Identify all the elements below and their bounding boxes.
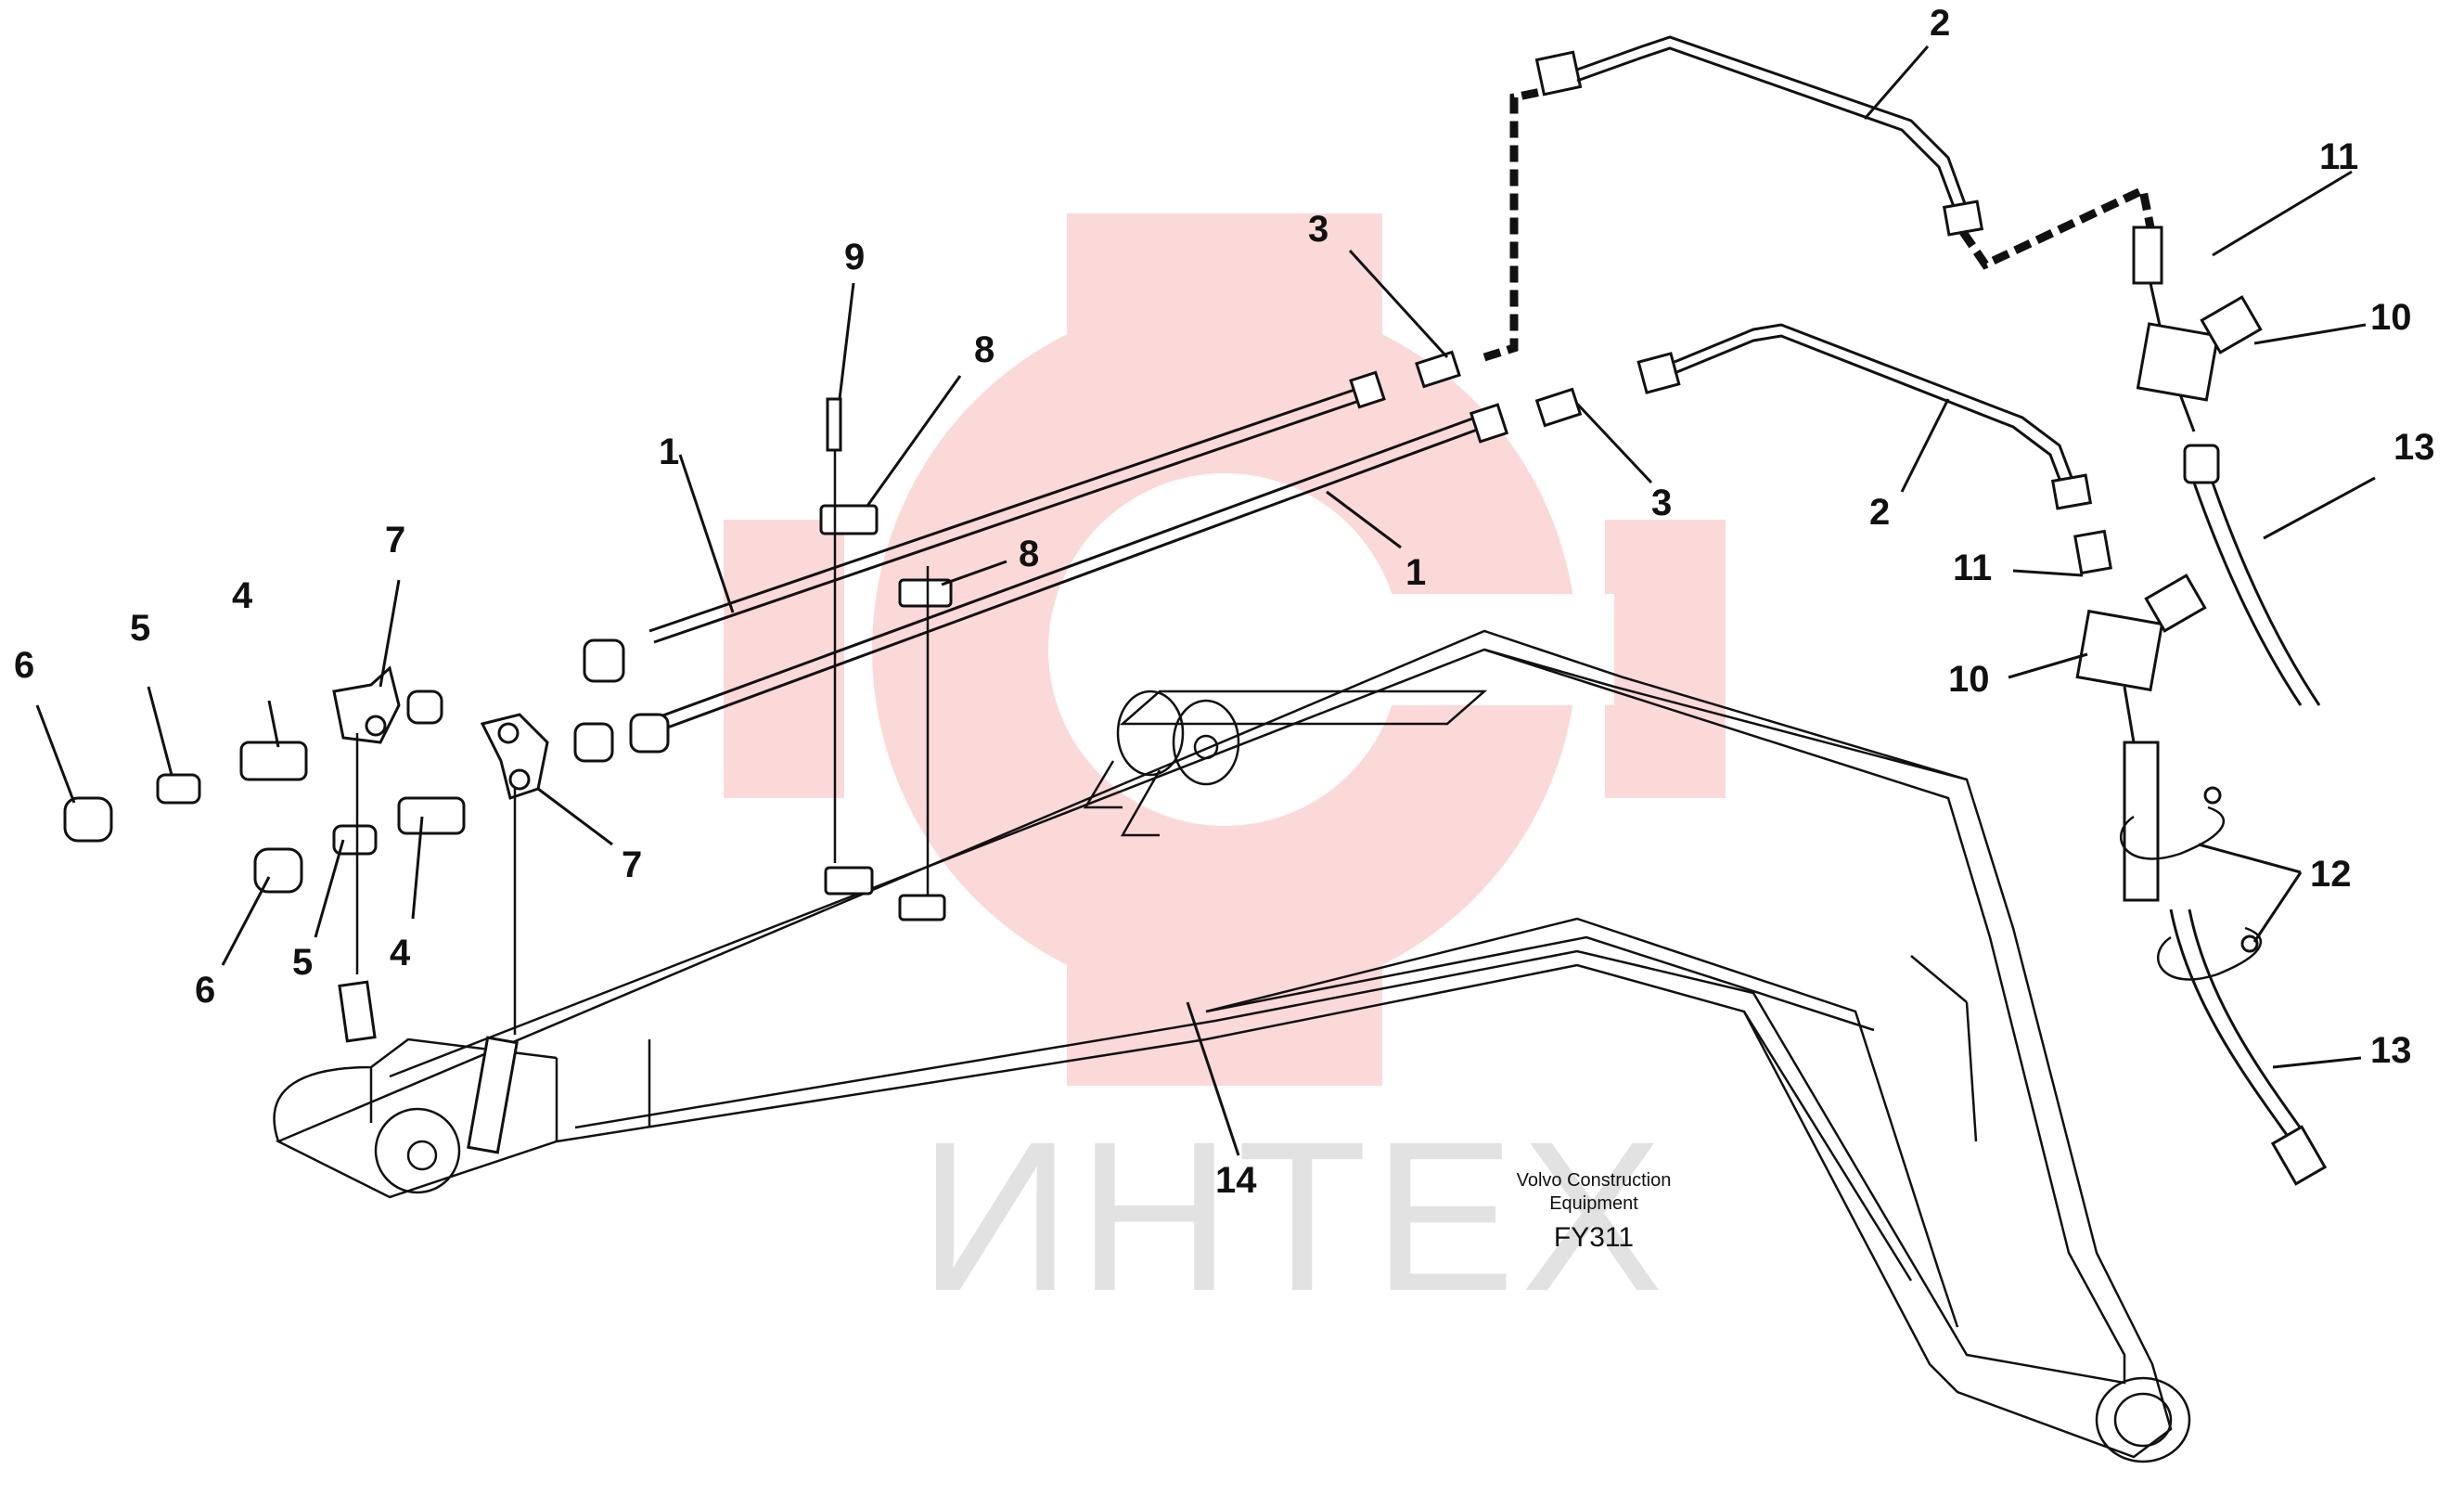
callout-8b: 8 [1019,534,1039,574]
callout-1a: 1 [659,432,679,472]
callout-2a: 2 [1930,3,1950,44]
callout-6a: 6 [14,645,34,686]
upper-pipe-assembly [648,35,2321,706]
callout-13a: 13 [2393,427,2435,468]
callout-3b: 3 [1651,483,1672,523]
callout-2b: 2 [1869,492,1890,533]
callout-14: 14 [1215,1160,1257,1201]
callout-labels: 1 1 2 2 3 3 4 4 5 5 6 6 7 7 8 8 9 10 10 … [14,3,2435,1201]
watermark-text: ИНТЕХ [918,1097,1669,1335]
callout-1b: 1 [1405,552,1426,593]
caption-line2: Equipment [1549,1193,1638,1214]
clamps [819,397,953,921]
callout-7a: 7 [385,520,405,561]
callout-10b: 10 [1948,659,1990,700]
lower-pipe-assembly [639,323,2328,1186]
caption-code: FY311 [1554,1222,1634,1253]
left-fittings [63,638,670,1154]
callout-5b: 5 [292,942,313,983]
boom-outline [273,629,2191,1463]
callout-4a: 4 [232,575,253,616]
callout-12: 12 [2310,854,2352,895]
gear-logo-icon [724,213,1726,1086]
callout-4b: 4 [390,933,411,973]
callout-5a: 5 [130,608,150,649]
callout-6b: 6 [195,970,215,1011]
callout-13b: 13 [2370,1030,2412,1071]
callout-11a: 11 [2319,136,2358,177]
leader-lines [35,45,2376,1156]
callout-7b: 7 [622,844,642,885]
callout-11b: 11 [1953,548,1992,588]
caption-line1: Volvo Construction [1517,1170,1672,1191]
callout-8a: 8 [974,329,995,370]
callout-10a: 10 [2370,297,2412,338]
callout-9: 9 [844,237,865,277]
callout-3a: 3 [1308,209,1328,250]
diagram-caption: Volvo Construction Equipment FY311 [1517,1170,1672,1253]
